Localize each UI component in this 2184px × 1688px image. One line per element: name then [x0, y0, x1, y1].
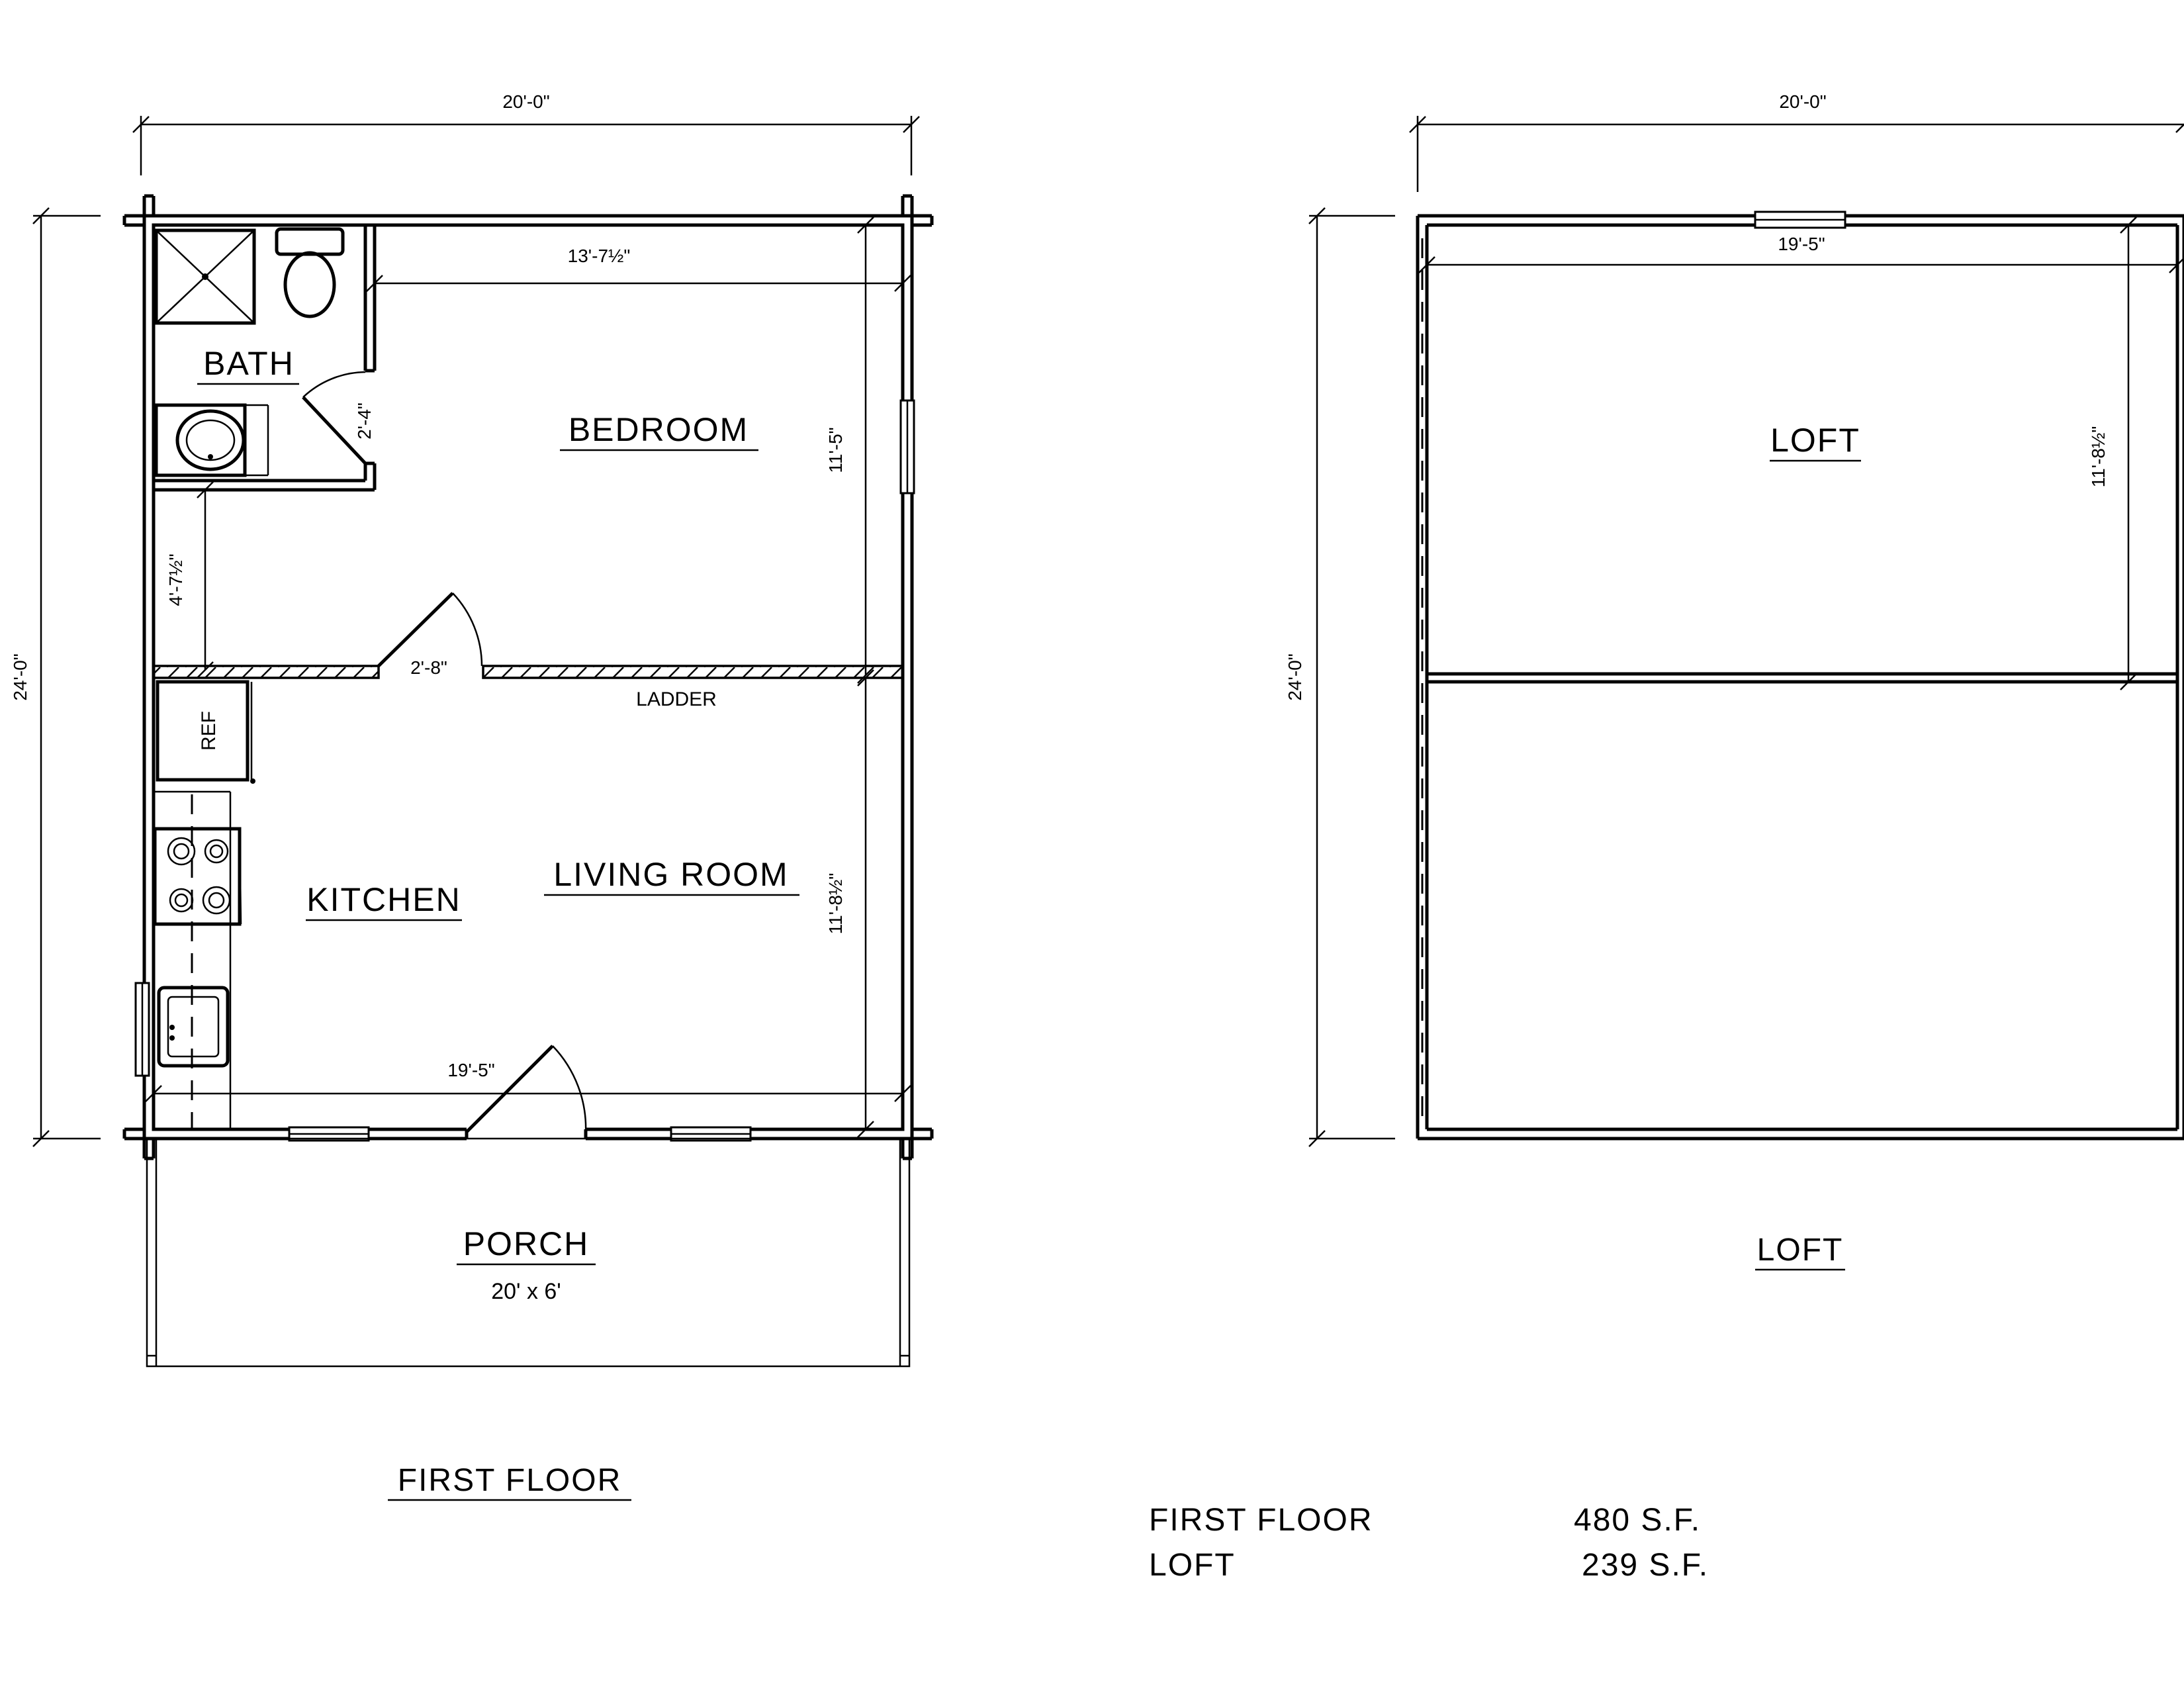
first-floor-plan: 20'-0" 24'-0" — [10, 91, 934, 1501]
stove-icon — [153, 827, 242, 926]
loft-room-label: LOFT — [1770, 422, 1860, 459]
front-windows — [288, 1126, 752, 1142]
loft-walls — [1416, 211, 2184, 1141]
area-first-floor-value: 480 S.F. — [1574, 1503, 1701, 1538]
living-dimensions: 11'-8½" 19'-5" — [145, 669, 911, 1138]
first-floor-width-dimension: 20'-0" — [132, 91, 920, 175]
bedroom-depth-label: 11'-5" — [825, 427, 846, 473]
bath-walls — [154, 225, 377, 492]
hall-depth-label: 4'-7½" — [165, 553, 186, 606]
bath-door-label: 2'-4" — [354, 402, 375, 440]
porch — [146, 1137, 911, 1368]
area-loft-name: LOFT — [1149, 1548, 1236, 1583]
living-width-label: 19'-5" — [447, 1060, 494, 1080]
shower-icon — [154, 228, 256, 325]
loft-depth-dimension: 24'-0" — [1285, 207, 1395, 1147]
ladder-label: LADDER — [636, 688, 717, 710]
loft-inner-dimensions: 19'-5" 11'-8½" — [1418, 216, 2184, 690]
loft-width-label: 20'-0" — [1779, 91, 1826, 112]
refrigerator-icon: REF — [156, 680, 255, 784]
kitchen-label: KITCHEN — [306, 881, 461, 918]
bedroom-dimensions: 13'-7½" 11'-5" 2'-4" — [354, 216, 911, 684]
bedroom-label: BEDROOM — [569, 411, 749, 448]
kitchen-counter — [154, 790, 232, 1129]
ref-label: REF — [198, 711, 220, 751]
bedroom-door-label: 2'-8" — [410, 657, 447, 678]
hall-dimension: 4'-7½" — [165, 481, 214, 679]
first-floor-depth-label: 24'-0" — [10, 653, 30, 700]
bedroom-width-label: 13'-7½" — [568, 246, 631, 266]
toilet-icon — [275, 227, 345, 318]
room-labels: BATH BEDROOM KITCHEN LIVING ROOM PORCH 2… — [197, 345, 799, 1304]
living-room-label: LIVING ROOM — [553, 856, 788, 893]
kitchen-sink-icon — [157, 986, 230, 1068]
first-floor-title: FIRST FLOOR — [398, 1463, 621, 1498]
partition-wall: 2'-8" LADDER — [152, 592, 904, 710]
loft-inner-width-label: 19'-5" — [1778, 234, 1825, 254]
kitchen-window — [134, 982, 150, 1077]
loft-depth-label: 24'-0" — [1285, 653, 1305, 700]
bath-label: BATH — [203, 345, 295, 382]
bath-sink-icon — [154, 403, 269, 477]
side-window — [899, 399, 915, 494]
front-door — [465, 1045, 588, 1143]
area-table: FIRST FLOOR 480 S.F. LOFT 239 S.F. — [1149, 1503, 1709, 1583]
area-first-floor-name: FIRST FLOOR — [1149, 1503, 1373, 1538]
loft-inner-depth-label: 11'-8½" — [2088, 426, 2109, 488]
loft-plan: 20'-0" 24'-0" — [1285, 91, 2184, 1271]
living-depth-label: 11'-8½" — [825, 873, 846, 935]
loft-width-dimension: 20'-0" — [1409, 91, 2184, 192]
first-floor-width-label: 20'-0" — [502, 91, 549, 112]
porch-size-label: 20' x 6' — [491, 1279, 561, 1304]
loft-title: LOFT — [1757, 1233, 1844, 1268]
porch-label: PORCH — [463, 1225, 590, 1262]
first-floor-depth-dimension: 24'-0" — [10, 207, 101, 1147]
area-loft-value: 239 S.F. — [1582, 1548, 1709, 1583]
